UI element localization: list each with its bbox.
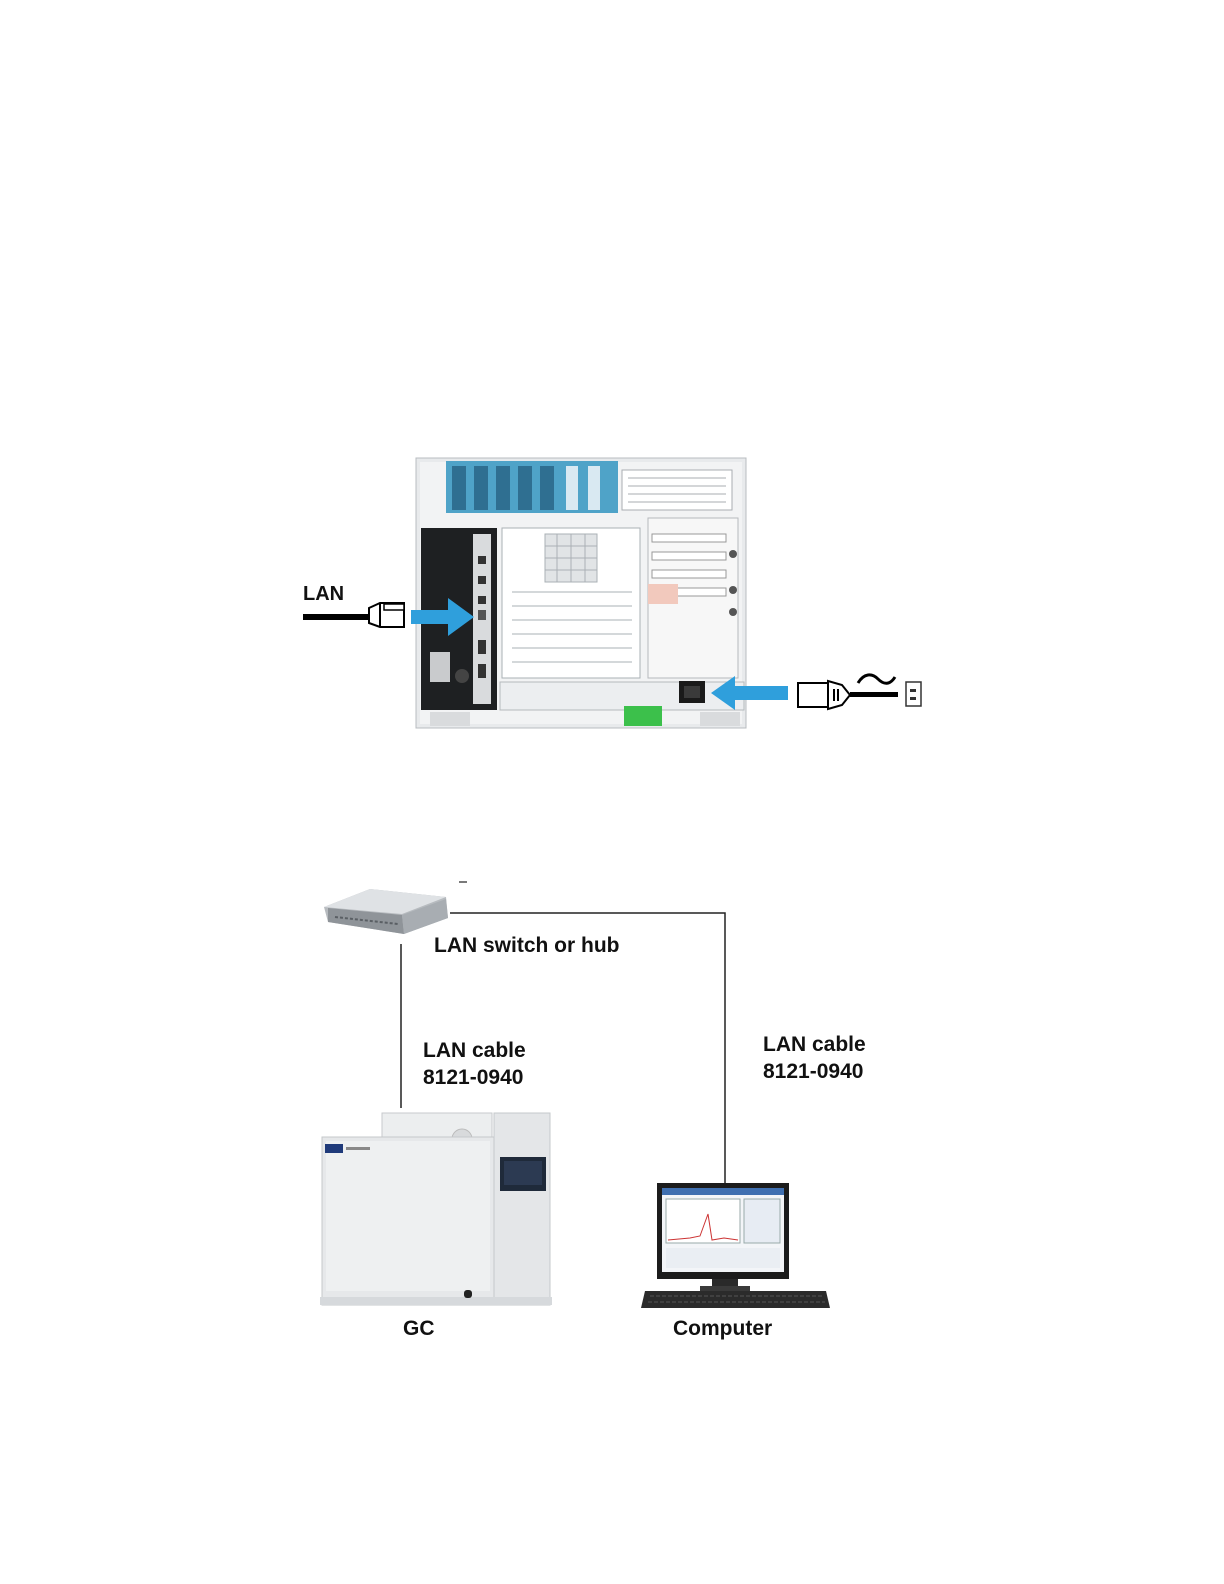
- computer-label: Computer: [673, 1317, 772, 1341]
- gc-label: GC: [403, 1317, 435, 1341]
- electronics-boards: [446, 461, 618, 513]
- rear-vent-grid: [502, 528, 640, 678]
- left-cable-part-number: 8121-0940: [423, 1064, 526, 1091]
- green-label: [624, 706, 662, 726]
- left-cable-name: LAN cable: [423, 1037, 526, 1064]
- rj45-plug-icon: [369, 603, 404, 627]
- top-vent: [622, 470, 732, 510]
- wall-outlet-icon: [906, 682, 921, 706]
- left-cable-label: LAN cable 8121-0940: [423, 1037, 526, 1091]
- gc-instrument-icon: [320, 1113, 552, 1305]
- gc-rear-view: [416, 458, 746, 728]
- power-plug-icon: [798, 681, 898, 709]
- lan-switch-icon: [324, 889, 448, 934]
- switch-label: LAN switch or hub: [434, 934, 620, 958]
- lan-port-label: LAN: [303, 583, 344, 606]
- ac-tilde-icon: [858, 675, 895, 683]
- oven-compartment: [648, 518, 738, 678]
- right-cable-part-number: 8121-0940: [763, 1058, 866, 1085]
- right-cable-label: LAN cable 8121-0940: [763, 1031, 866, 1085]
- right-cable-name: LAN cable: [763, 1031, 866, 1058]
- computer-icon: [641, 1183, 830, 1308]
